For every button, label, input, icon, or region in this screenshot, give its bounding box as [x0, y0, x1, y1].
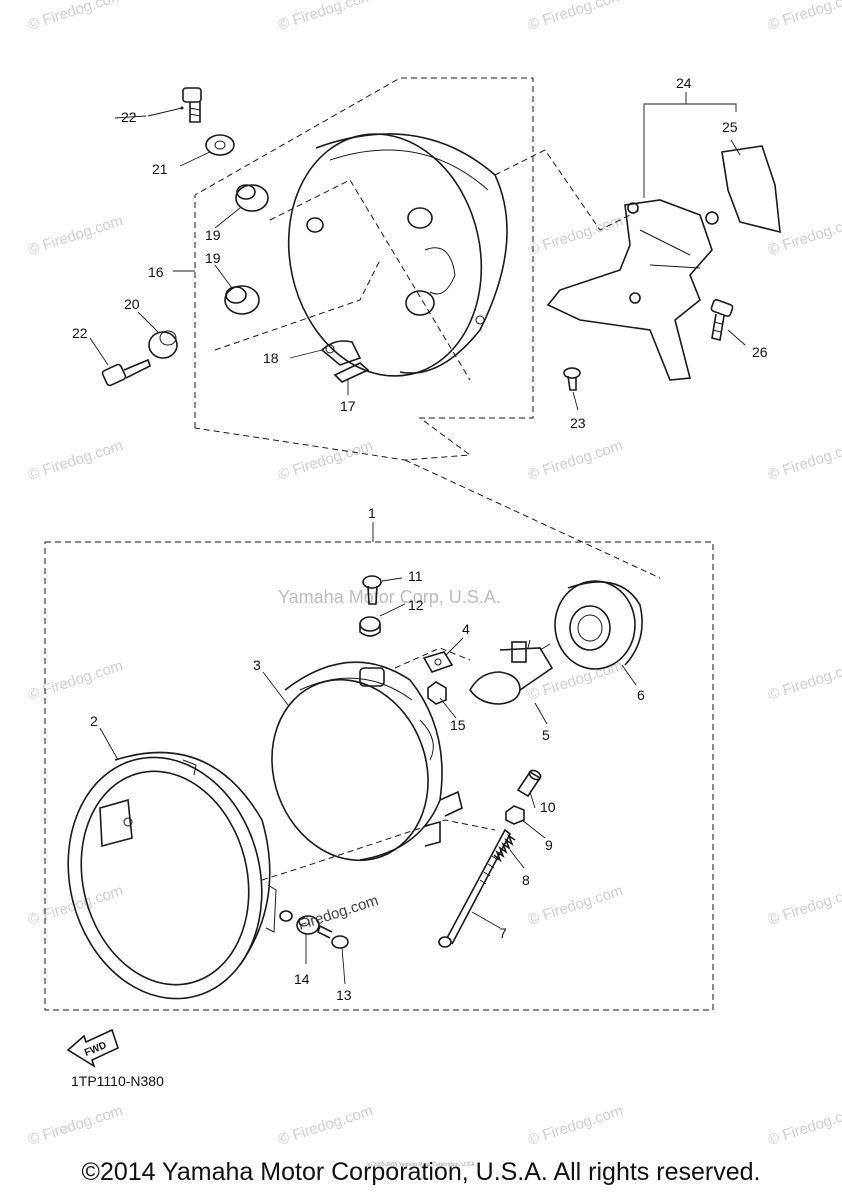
copyright-notice: ©2014 Yamaha Motor Corporation, U.S.A. A… [81, 1158, 761, 1186]
cap-10 [516, 769, 542, 798]
bolt-22-lower [101, 358, 151, 387]
callout-15: 15 [450, 717, 466, 733]
callout-5: 5 [542, 727, 550, 743]
watermark: © Firedog.com [26, 0, 125, 34]
bolt-26 [710, 298, 734, 341]
grommet-14 [296, 915, 320, 935]
dashed-guide [494, 149, 641, 231]
upper-assembly [101, 77, 781, 579]
callout-13: 13 [336, 987, 352, 1003]
callout-19-upper: 19 [205, 227, 221, 243]
leader-lines [89, 92, 746, 985]
fwd-arrow: FWD [66, 1028, 119, 1068]
clip-18 [320, 340, 362, 366]
watermark: © Firedog.com [526, 437, 625, 484]
inline-watermark: Firedog.com [296, 892, 381, 934]
callout-8: 8 [522, 872, 530, 888]
callout-24: 24 [676, 75, 692, 91]
callout-20: 20 [124, 296, 140, 312]
watermark: © Firedog.com [26, 212, 125, 259]
callout-18: 18 [263, 350, 279, 366]
plate [721, 145, 781, 234]
nut-9 [505, 805, 525, 825]
callout-1: 1 [368, 505, 376, 521]
callout-25: 25 [722, 119, 738, 135]
group-outline-1 [44, 541, 714, 1011]
callout-17: 17 [340, 398, 356, 414]
callout-14: 14 [294, 971, 310, 987]
nut-12 [359, 616, 381, 637]
callout-4: 4 [462, 621, 470, 637]
watermark: © Firedog.com [766, 0, 842, 34]
callout-3: 3 [253, 657, 261, 673]
nut-15 [427, 681, 447, 705]
watermark: © Firedog.com [766, 1102, 842, 1149]
dashed-guide [269, 179, 471, 381]
screw-13 [317, 924, 349, 949]
callout-23: 23 [570, 415, 586, 431]
watermark: © Firedog.com [766, 437, 842, 484]
callout-6: 6 [637, 687, 645, 703]
watermark: © Firedog.com [526, 1102, 625, 1149]
diagram-code: 1TP1110-N380 [71, 1073, 164, 1089]
tiny-copyright-note: (c) 2005-2015 Yamaha Motor Corporation, … [366, 1162, 476, 1168]
watermark: © Firedog.com [26, 437, 125, 484]
spring-8 [493, 833, 516, 863]
callout-7: 7 [499, 925, 507, 941]
collar-20 [148, 330, 178, 359]
center-watermark: Yamaha Motor Corp, U.S.A. [278, 587, 501, 607]
dashed-guide [404, 459, 661, 579]
lens-unit [271, 661, 463, 862]
headlight-rim [67, 751, 277, 1000]
callout-12: 12 [408, 597, 424, 613]
plate-17 [333, 362, 370, 383]
watermark: © Firedog.com [276, 1102, 375, 1149]
watermark: © Firedog.com [766, 882, 842, 929]
screw-7 [438, 828, 512, 948]
bulb [469, 639, 554, 705]
watermark: © Firedog.com [26, 657, 125, 704]
dashed-guide [214, 259, 381, 351]
screw-23 [563, 367, 581, 391]
watermark: © Firedog.com [526, 0, 625, 34]
grommet-19-upper [235, 184, 269, 212]
callout-21: 21 [152, 161, 168, 177]
socket-cover [554, 580, 643, 670]
grommet-19-lower [224, 285, 260, 315]
watermark: © Firedog.com [766, 657, 842, 704]
watermark: © Firedog.com [276, 0, 375, 34]
dashed-guide [394, 647, 471, 669]
nut-4 [422, 651, 454, 673]
callout-16: 16 [148, 264, 164, 280]
group-outline-16 [194, 77, 534, 461]
washer [279, 910, 293, 922]
washer-21 [205, 134, 235, 156]
watermark: © Firedog.com [526, 212, 625, 259]
watermark: © Firedog.com [766, 212, 842, 259]
callout-9: 9 [545, 837, 553, 853]
callout-labels: 1 2 3 4 5 6 7 8 9 10 11 12 13 14 15 16 1… [72, 75, 768, 1003]
callout-22-top: 22 [121, 109, 137, 125]
watermark-layer: © Firedog.com © Firedog.com © Firedog.co… [26, 0, 842, 1149]
mounting-bracket [546, 199, 719, 381]
callout-11: 11 [408, 568, 423, 584]
headlight-unit-assembly [44, 541, 714, 1011]
fwd-label: FWD [83, 1040, 108, 1059]
watermark: © Firedog.com [276, 437, 375, 484]
callout-2: 2 [90, 713, 98, 729]
screw-11 [362, 575, 382, 605]
callout-22-lower: 22 [72, 325, 88, 341]
watermark: © Firedog.com [26, 1102, 125, 1149]
callout-10: 10 [540, 799, 556, 815]
callout-19-lower: 19 [205, 250, 221, 266]
callout-26: 26 [752, 344, 768, 360]
headlight-case [287, 133, 508, 377]
watermark: © Firedog.com [26, 882, 125, 929]
bolt-22-top [182, 87, 202, 123]
watermark: © Firedog.com [526, 882, 625, 929]
